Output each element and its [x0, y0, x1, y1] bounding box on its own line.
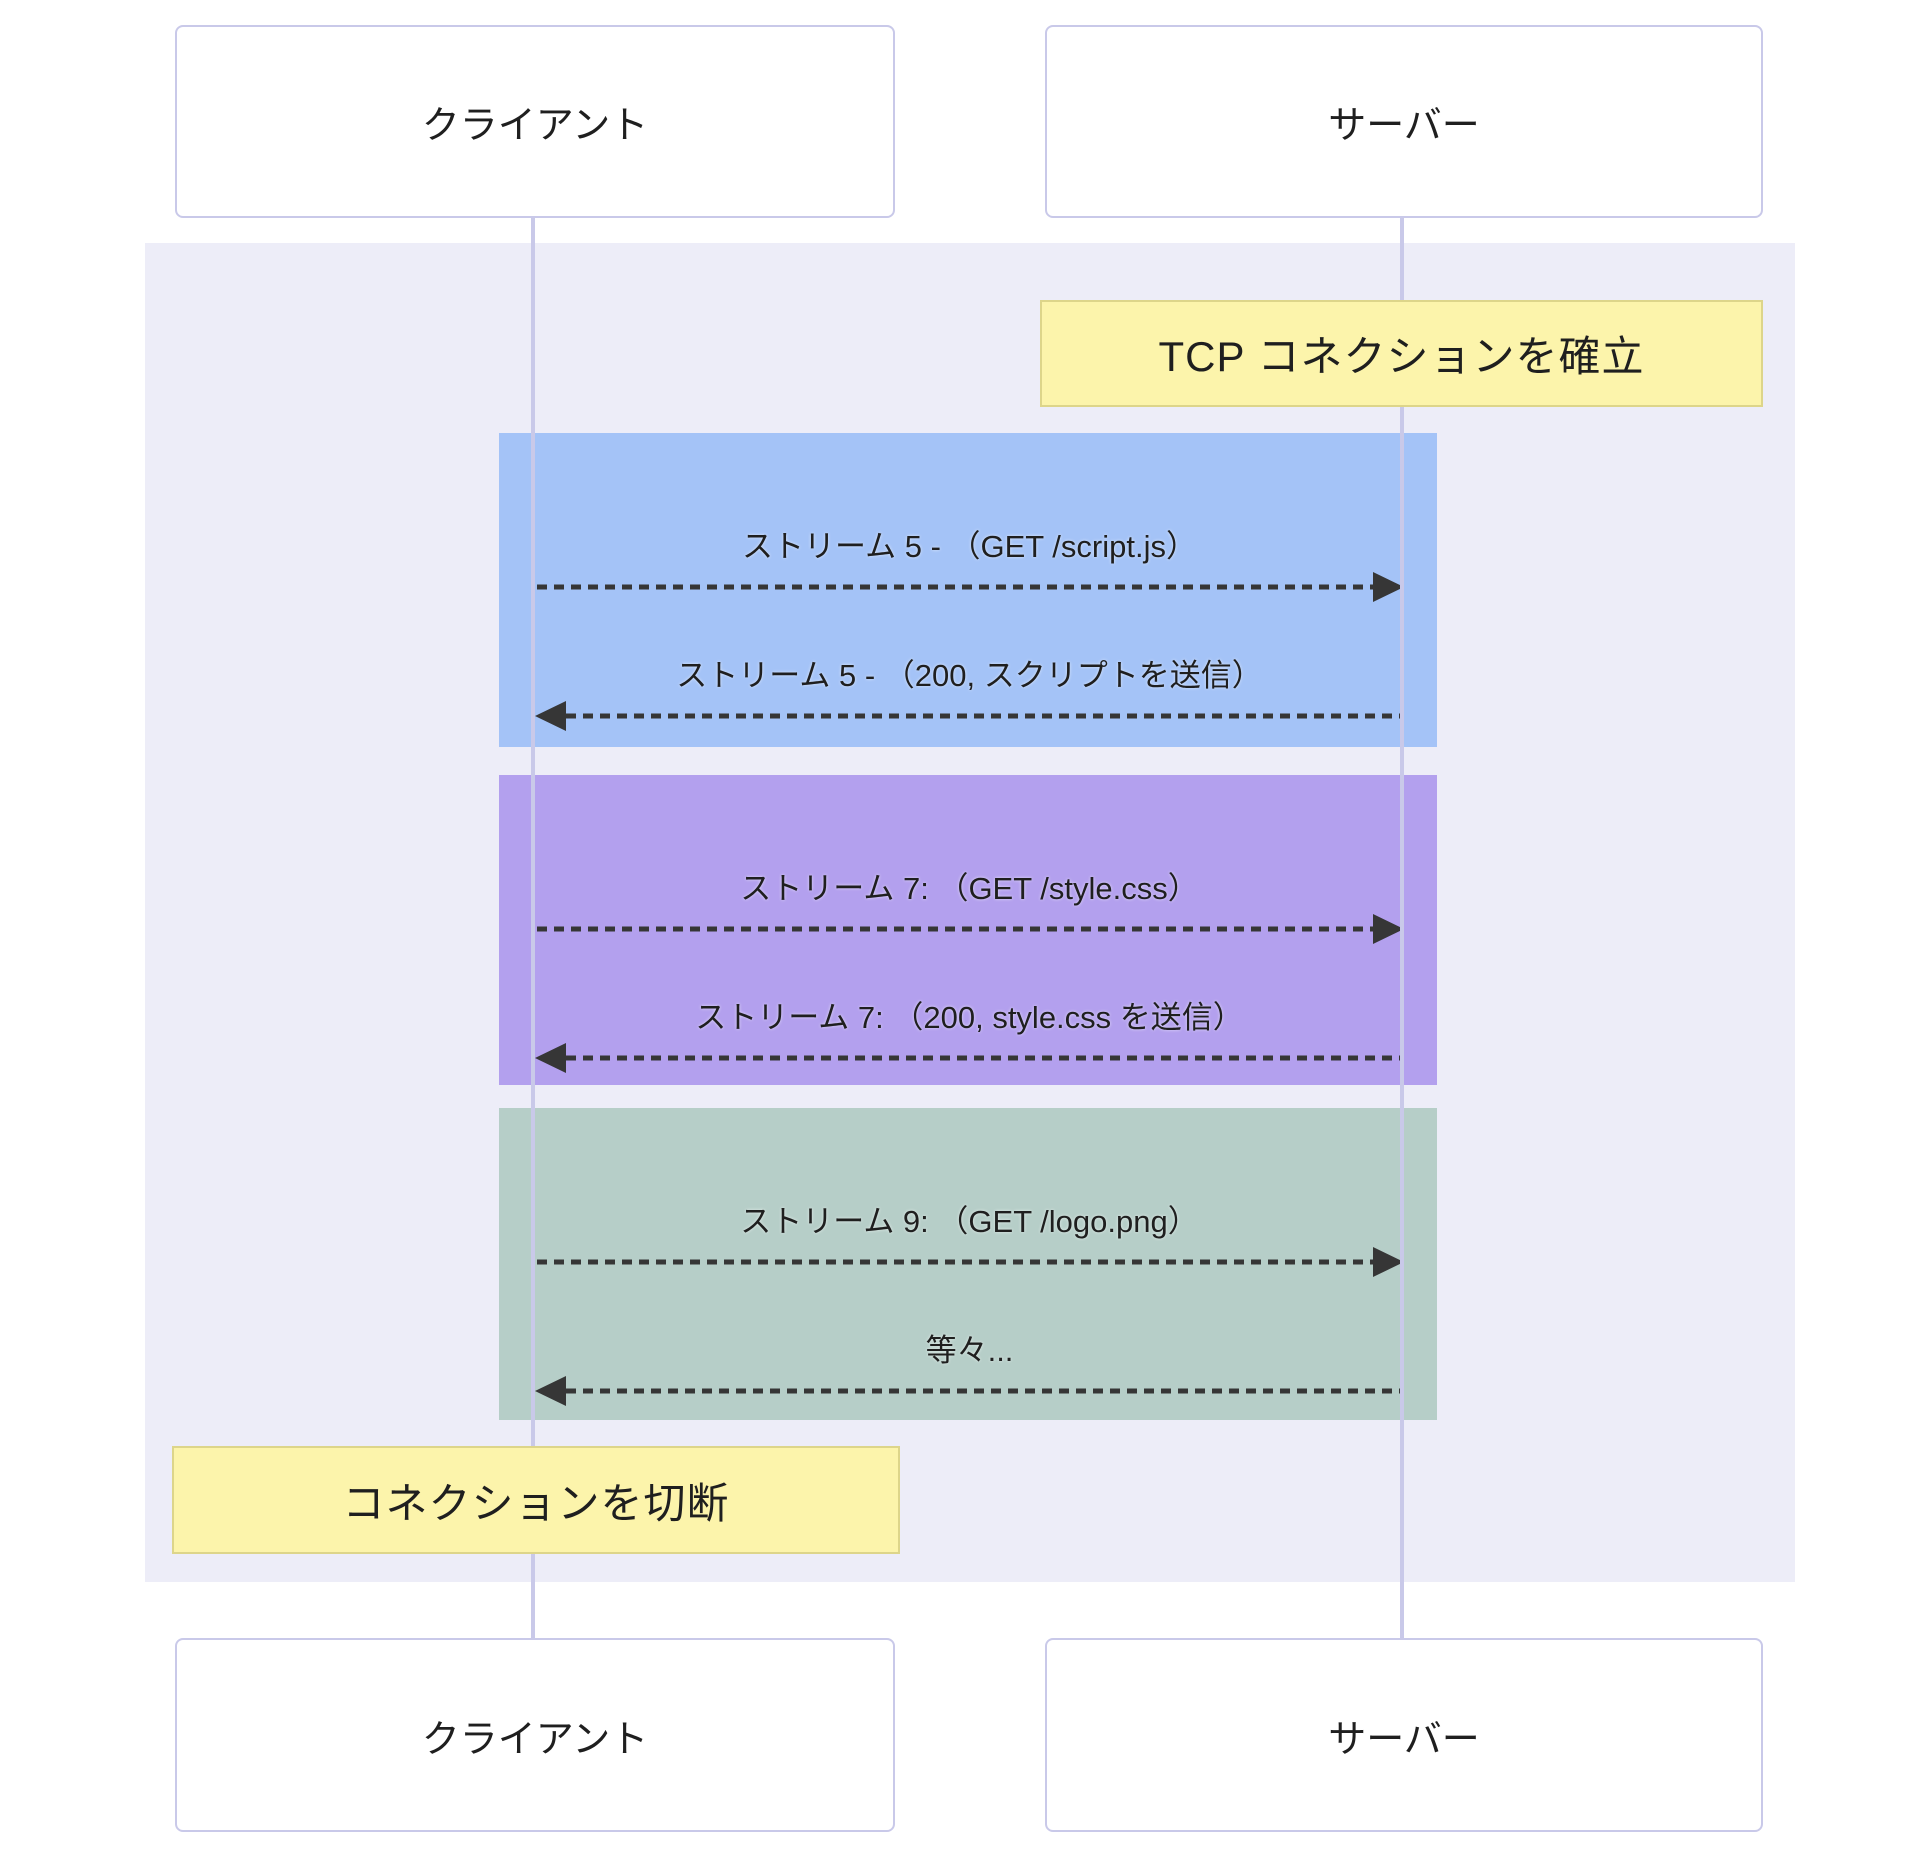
message-stream5-response: ストリーム 5 - （200, スクリプトを送信）: [535, 654, 1404, 734]
actor-server-bottom-label: サーバー: [1328, 1718, 1480, 1761]
message-etc-response: 等々...: [535, 1329, 1404, 1409]
note-tcp-establish-label: TCP コネクションを確立: [1158, 333, 1645, 380]
message-label: ストリーム 5 - （200, スクリプトを送信）: [676, 658, 1263, 693]
message-label: ストリーム 7: （GET /style.css）: [740, 871, 1199, 906]
note-disconnect-label: コネクションを切断: [342, 1479, 730, 1527]
message-label: 等々...: [925, 1333, 1014, 1368]
dashed-arrow-left-icon: [535, 701, 1402, 731]
dashed-arrow-right-icon: [537, 572, 1404, 602]
stream-5-group: ストリーム 5 - （GET /script.js） ストリーム 5 - （20…: [499, 433, 1437, 747]
dashed-arrow-right-icon: [537, 914, 1404, 944]
message-label: ストリーム 7: （200, style.css を送信）: [695, 1000, 1244, 1035]
message-label: ストリーム 5 - （GET /script.js）: [742, 529, 1197, 564]
dashed-arrow-left-icon: [535, 1376, 1402, 1406]
message-stream7-response: ストリーム 7: （200, style.css を送信）: [535, 996, 1404, 1076]
dashed-arrow-left-icon: [535, 1043, 1402, 1073]
message-label: ストリーム 9: （GET /logo.png）: [740, 1204, 1199, 1239]
message-stream9-request: ストリーム 9: （GET /logo.png）: [535, 1200, 1404, 1280]
note-disconnect: コネクションを切断: [172, 1446, 900, 1554]
actor-server-bottom: サーバー: [1045, 1638, 1763, 1832]
server-lifeline: [1400, 218, 1404, 1638]
actor-server-top: サーバー: [1045, 25, 1763, 218]
actor-client-top: クライアント: [175, 25, 895, 218]
actor-client-bottom: クライアント: [175, 1638, 895, 1832]
actor-server-top-label: サーバー: [1328, 105, 1480, 147]
actor-client-bottom-label: クライアント: [421, 1718, 649, 1761]
note-tcp-establish: TCP コネクションを確立: [1040, 300, 1763, 407]
message-stream5-request: ストリーム 5 - （GET /script.js）: [535, 525, 1404, 605]
stream-7-group: ストリーム 7: （GET /style.css） ストリーム 7: （200,…: [499, 775, 1437, 1085]
stream-9-group: ストリーム 9: （GET /logo.png） 等々...: [499, 1108, 1437, 1420]
message-stream7-request: ストリーム 7: （GET /style.css）: [535, 867, 1404, 947]
dashed-arrow-right-icon: [537, 1247, 1404, 1277]
client-lifeline: [531, 218, 535, 1638]
actor-client-top-label: クライアント: [421, 105, 649, 147]
